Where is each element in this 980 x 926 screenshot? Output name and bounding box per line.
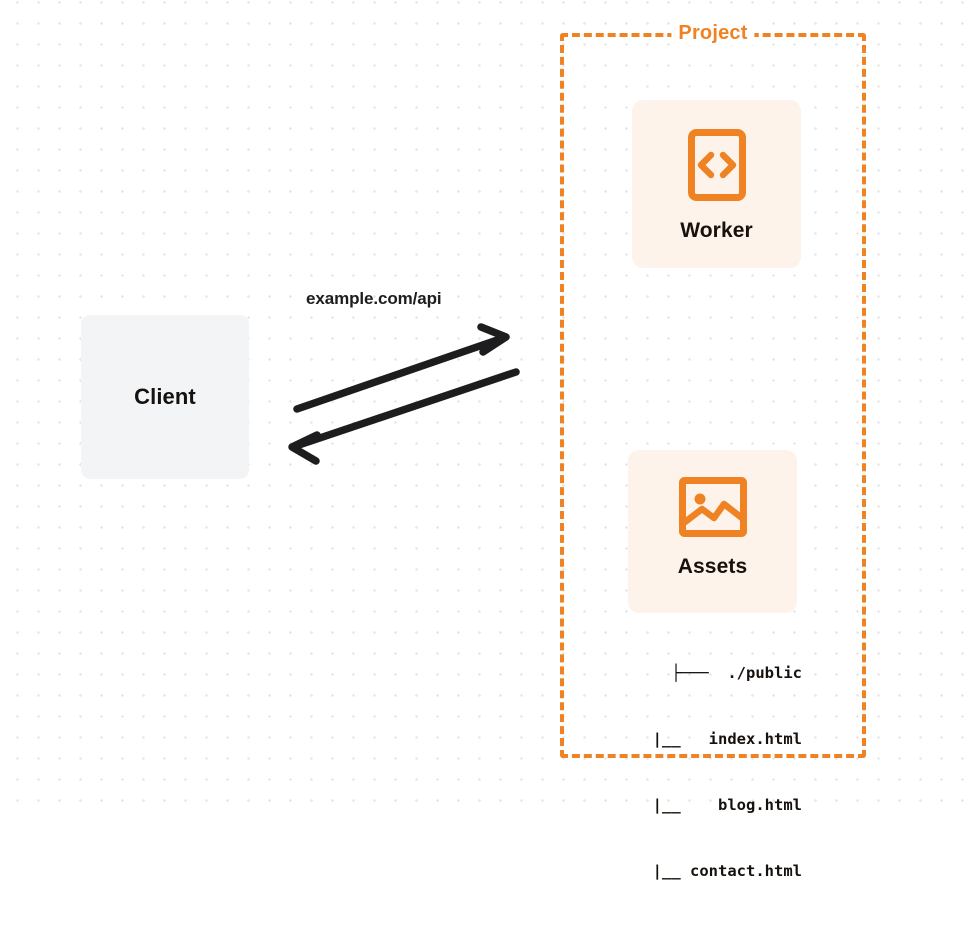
connection-label: example.com/api: [306, 289, 442, 308]
file-tree-row: |__ index.html: [615, 730, 802, 748]
file-tree-row: |__ contact.html: [615, 862, 802, 880]
client-node-label: Client: [134, 384, 196, 409]
project-group: Project: [560, 22, 866, 758]
diagram-canvas: Client example.com/api Project Worker: [0, 0, 980, 880]
assets-card[interactable]: Assets: [628, 450, 797, 613]
image-icon: [678, 477, 747, 537]
file-tree-row: ├─── ./public: [671, 664, 802, 682]
request-arrow: [293, 323, 510, 413]
project-group-title: Project: [671, 22, 755, 45]
response-arrow: [288, 368, 520, 465]
assets-card-label: Assets: [677, 555, 748, 578]
worker-card[interactable]: Worker: [632, 100, 801, 268]
file-tree-row: |__ blog.html: [615, 796, 802, 814]
client-node[interactable]: Client: [81, 315, 249, 479]
worker-card-label: Worker: [680, 219, 753, 242]
assets-file-tree: ├─── ./public |__ index.html |__ blog.ht…: [600, 618, 802, 926]
code-brackets-icon: [687, 129, 746, 201]
